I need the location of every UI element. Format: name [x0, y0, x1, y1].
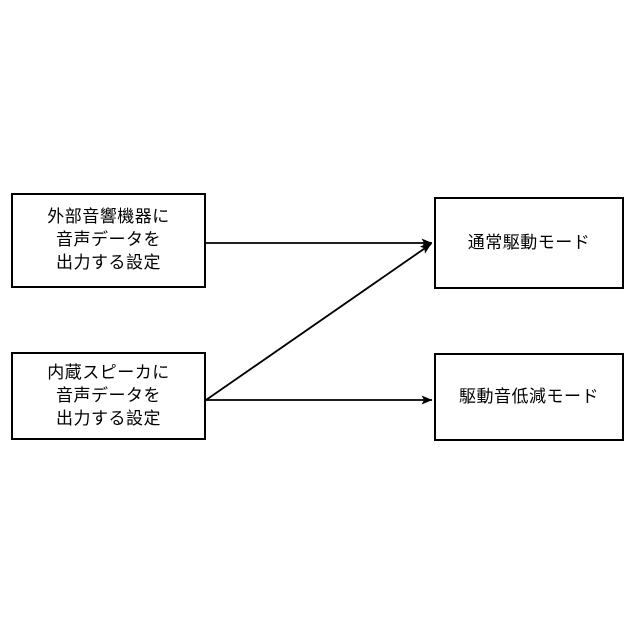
node-normal-drive-mode: 通常駆動モード: [434, 197, 624, 289]
node-audio-output-external: 外部音響機器に 音声データを 出力する設定: [11, 193, 206, 288]
node-label: 内蔵スピーカに 音声データを 出力する設定: [47, 362, 170, 429]
node-audio-output-internal: 内蔵スピーカに 音声データを 出力する設定: [11, 352, 206, 440]
node-label: 通常駆動モード: [467, 232, 591, 253]
node-label: 外部音響機器に 音声データを 出力する設定: [47, 207, 170, 273]
node-label: 駆動音低減モード: [459, 386, 599, 407]
node-quiet-drive-mode: 駆動音低減モード: [434, 353, 624, 441]
edge-internal-to-normal: [205, 243, 432, 401]
